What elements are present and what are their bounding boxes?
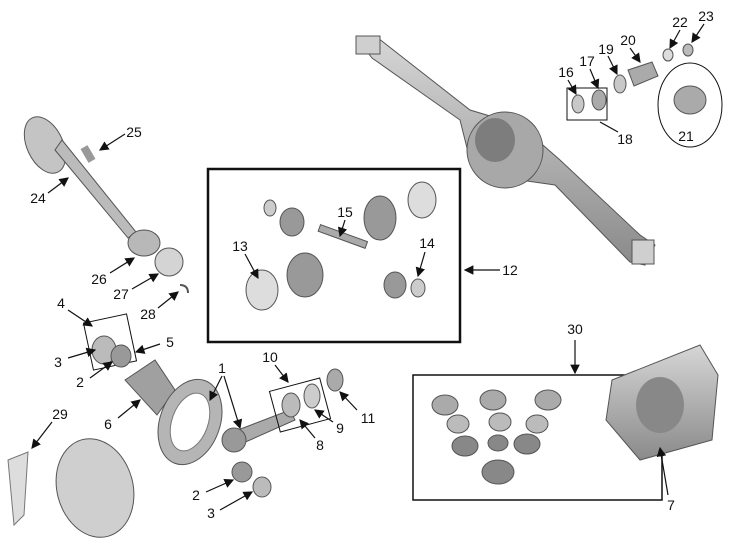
callout-5: 5 — [166, 334, 174, 350]
callout-3: 3 — [207, 505, 215, 521]
callout-1: 1 — [218, 360, 226, 376]
callout-14: 14 — [419, 235, 435, 251]
callout-11: 11 — [360, 410, 376, 426]
callout-24: 24 — [30, 190, 46, 206]
callout-17: 17 — [579, 53, 595, 69]
axle-housing — [355, 35, 656, 266]
callout-3: 3 — [54, 354, 62, 370]
callout-22: 22 — [672, 14, 688, 30]
callout-30: 30 — [567, 321, 583, 337]
callout-10: 10 — [262, 349, 278, 365]
pinion-parts — [566, 43, 723, 148]
carrier-bearings — [82, 313, 176, 416]
callout-20: 20 — [620, 32, 636, 48]
callout-6: 6 — [104, 416, 112, 432]
leader-lines — [31, 23, 705, 511]
callout-28: 28 — [140, 306, 156, 322]
ring-and-pinion — [157, 378, 296, 466]
sealant-and-cover — [7, 438, 272, 538]
callout-2: 2 — [192, 487, 200, 503]
callout-15: 15 — [337, 204, 353, 220]
callout-12: 12 — [502, 262, 518, 278]
callout-19: 19 — [598, 41, 614, 57]
callout-16: 16 — [558, 64, 574, 80]
callout-26: 26 — [91, 271, 107, 287]
callout-25: 25 — [126, 124, 142, 140]
callout-13: 13 — [232, 238, 248, 254]
callout-21: 21 — [678, 128, 694, 144]
pinion-bearings — [268, 368, 344, 433]
callout-27: 27 — [113, 286, 129, 302]
callout-4: 4 — [57, 295, 65, 311]
axle-shaft — [23, 116, 189, 294]
callout-29: 29 — [52, 406, 68, 422]
callout-7: 7 — [667, 497, 675, 513]
callout-2: 2 — [76, 374, 84, 390]
callout-9: 9 — [336, 420, 344, 436]
callout-18: 18 — [617, 131, 633, 147]
callout-23: 23 — [698, 8, 714, 24]
callout-8: 8 — [316, 437, 324, 453]
locking-differential — [605, 344, 719, 461]
